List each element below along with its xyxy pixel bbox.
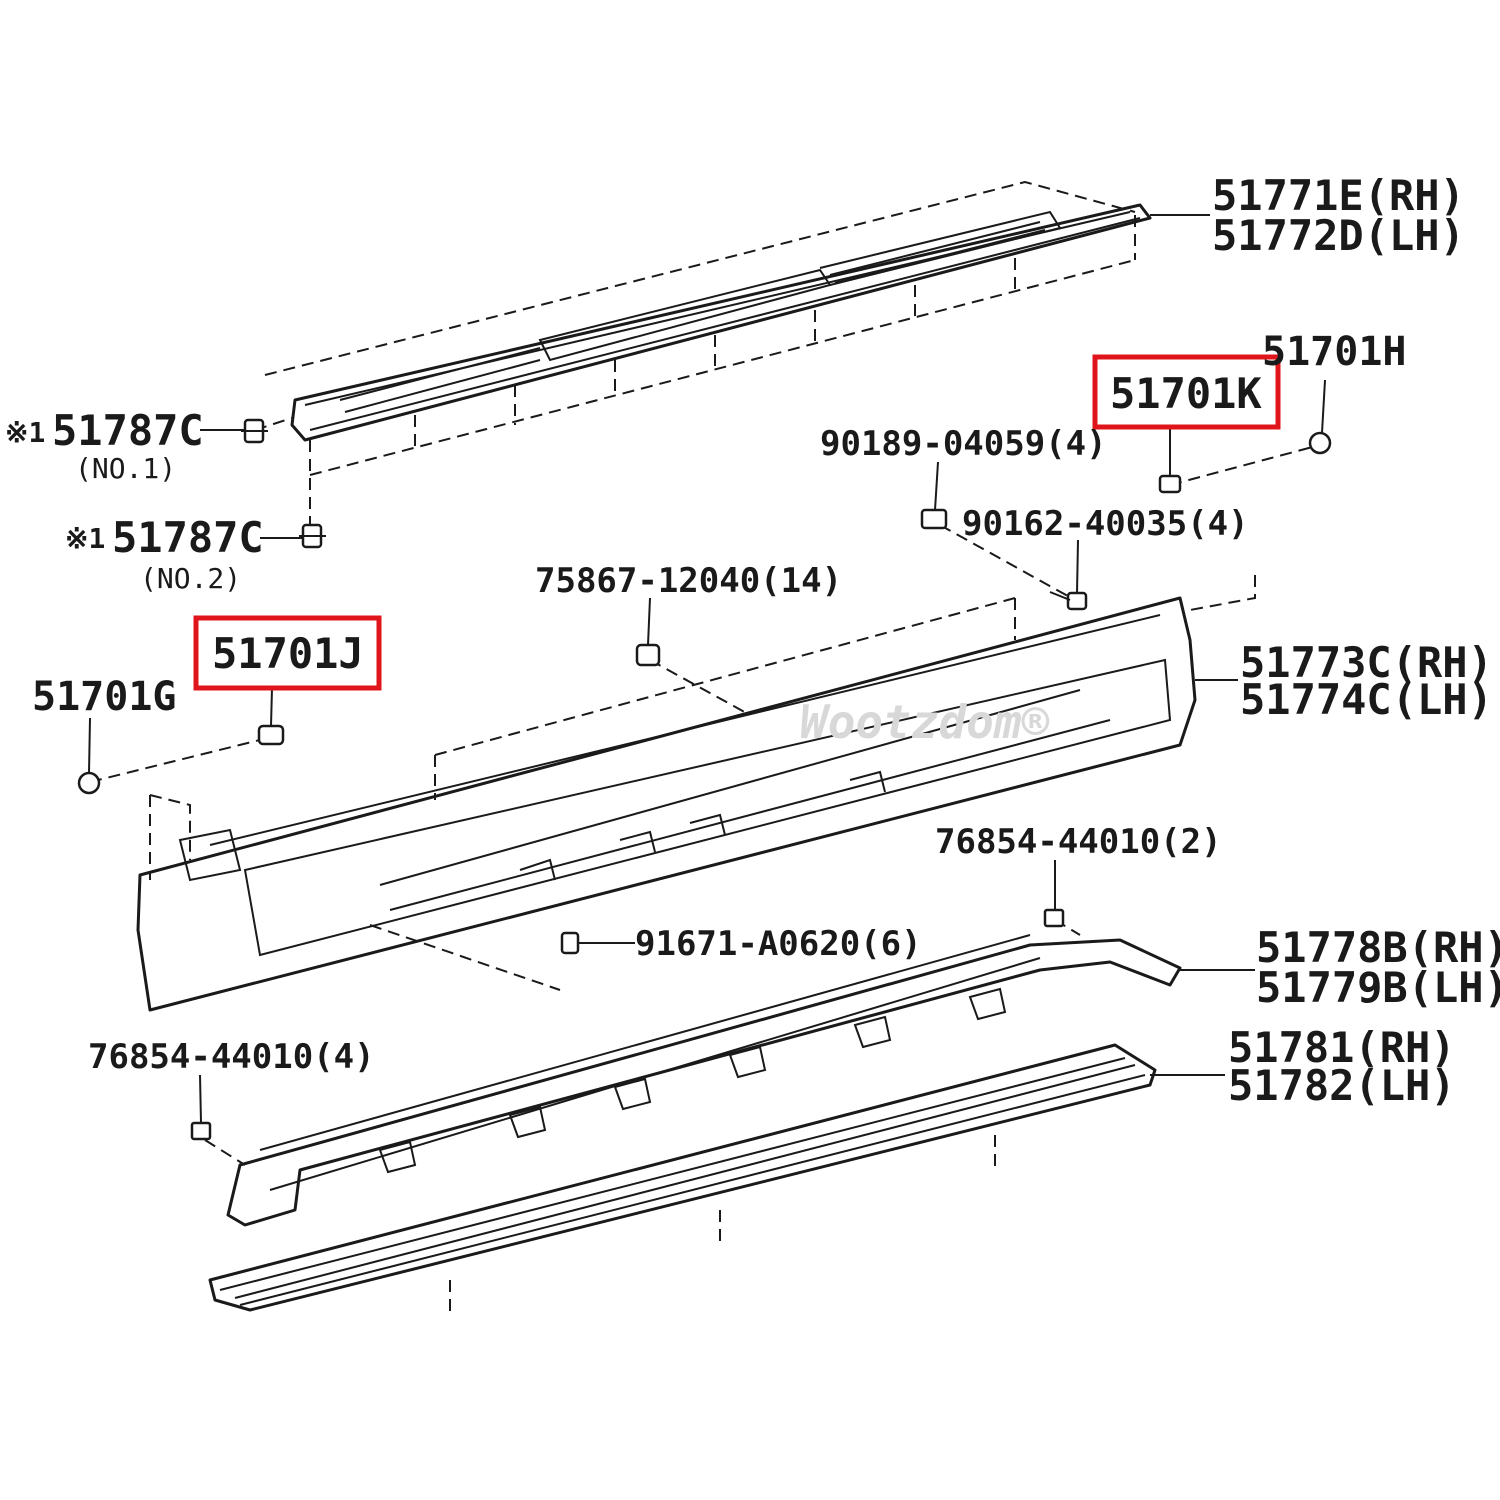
label-part-75867: 75867-12040(14) [535,561,842,601]
label-part-91671: 91671-A0620(6) [635,924,922,964]
rail-part [208,1043,1157,1315]
label-part-90162: 90162-40035(4) [962,504,1249,544]
label-step-pad-lh: 51772D(LH) [1212,211,1465,260]
running-board-part [89,444,1321,1012]
label-clip-no1-mark: ※1 [5,416,45,449]
label-step-lh: 51774C(LH) [1240,675,1493,724]
label-part-90189: 90189-04059(4) [820,424,1107,464]
label-part-51701h: 51701H [1262,329,1407,375]
label-step-rh: 51773C(RH) [1240,638,1493,687]
bracket-part [204,919,1182,1227]
step-pad-part [254,180,1152,530]
label-clip-no1-note: (NO.1) [75,452,176,485]
label-clip-no1-part: 51787C [52,406,204,455]
label-rail-lh: 51782(LH) [1228,1061,1456,1110]
nut-90189-icon [920,508,948,530]
nut-76854-2-icon [1043,908,1065,928]
clip-no2-icon [299,523,326,549]
screw-51701h-icon [1308,431,1332,455]
nut-76854-4-icon [190,1121,212,1141]
highlight-box-51701k [1092,354,1281,430]
label-part-76854-2: 76854-44010(2) [935,822,1222,862]
label-bracket-lh: 51779B(LH) [1256,963,1500,1012]
screw-51701g-icon [77,771,101,795]
clip-51701k-icon [1158,474,1182,494]
bolt-90162-icon [1049,591,1088,611]
watermark-text: Wootzdom® [800,695,1050,749]
label-clip-no2-mark: ※1 [65,522,105,555]
clip-75867-icon [635,643,661,667]
fasteners [77,418,1332,1141]
bolt-91671-icon [560,931,580,955]
label-part-51701j: 51701J [212,629,364,678]
label-clip-no2-part: 51787C [112,513,264,562]
clip-no1-icon [241,418,268,444]
label-bracket-rh: 51778B(RH) [1256,923,1500,972]
label-rail-rh: 51781(RH) [1228,1023,1456,1072]
label-part-51701k: 51701K [1110,369,1262,418]
clip-51701j-icon [257,724,285,746]
label-part-51701g: 51701G [32,674,177,720]
label-step-pad-rh: 51771E(RH) [1212,171,1465,220]
leader-lines [88,214,1326,1124]
highlight-box-51701j [193,615,382,691]
label-part-76854-4: 76854-44010(4) [88,1037,375,1077]
label-clip-no2-note: (NO.2) [140,562,241,595]
